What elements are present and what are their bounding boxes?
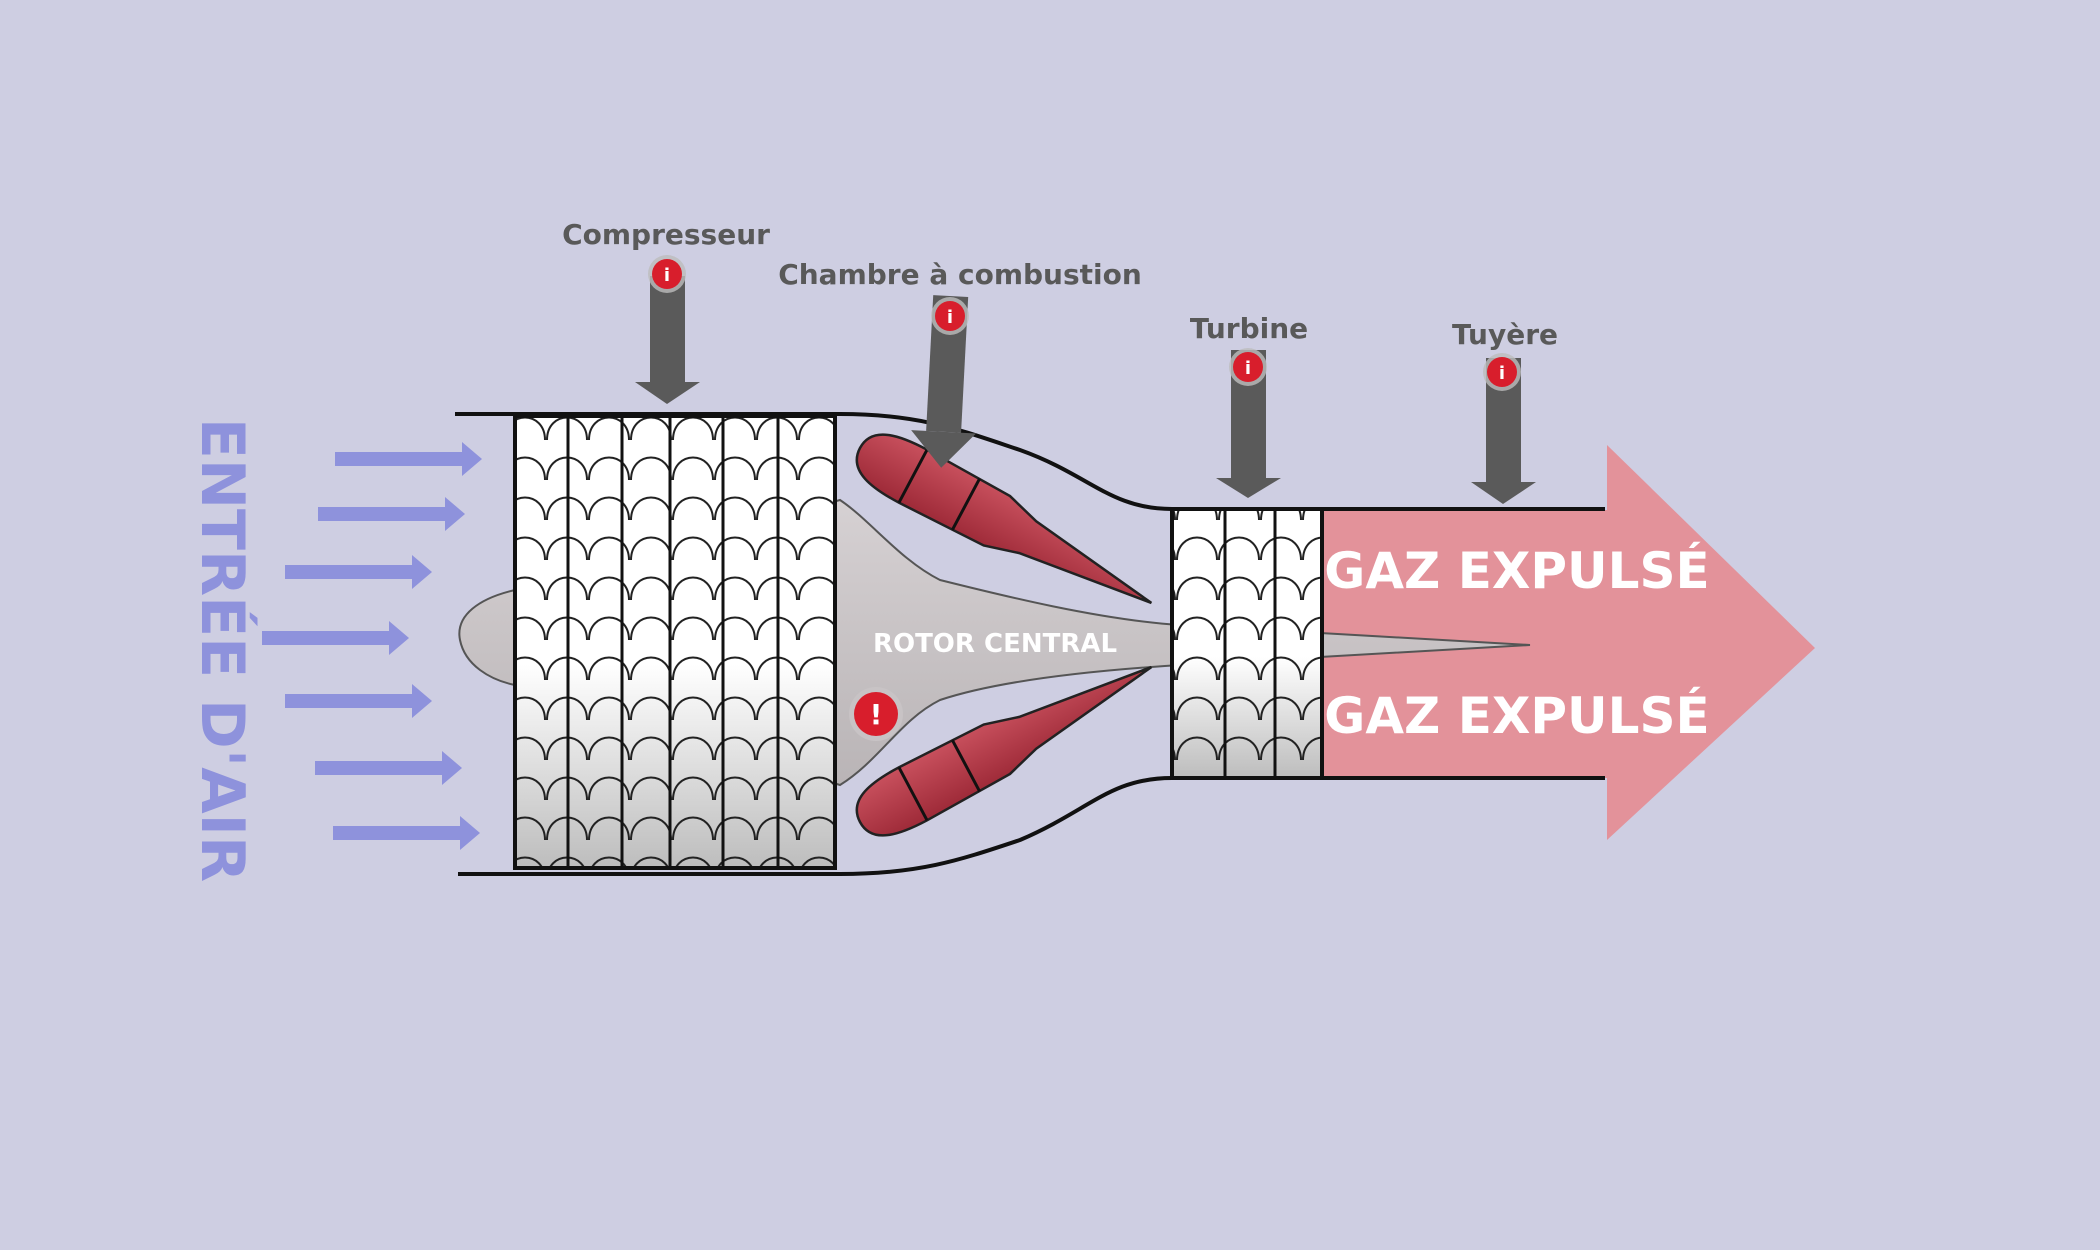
exhaust-label-bottom: GAZ EXPULSÉ <box>1324 686 1709 745</box>
arrow-down-icon <box>635 276 700 404</box>
svg-text:i: i <box>664 265 670 286</box>
combustion-chamber-title: Chambre à combustion <box>778 258 1142 291</box>
nozzle-info-button[interactable]: i <box>1483 353 1521 391</box>
arrow-right-icon <box>315 751 462 785</box>
info-icon <box>935 301 965 331</box>
arrow-right-icon <box>333 816 480 850</box>
turbine-title: Turbine <box>1190 312 1308 345</box>
info-icon <box>1233 352 1263 382</box>
rotor-label: ROTOR CENTRAL <box>873 629 1117 659</box>
alert-icon <box>854 692 898 736</box>
arrow-right-icon <box>262 621 409 655</box>
turbine-info-button[interactable]: i <box>1229 348 1267 386</box>
svg-text:i: i <box>947 307 953 328</box>
svg-text:i: i <box>1245 358 1251 379</box>
injector-top <box>855 433 1153 605</box>
exhaust-label-top: GAZ EXPULSÉ <box>1324 541 1709 600</box>
arrow-right-icon <box>318 497 465 531</box>
air-intake-label: ENTRÉE D'AIR <box>187 418 259 882</box>
compressor-info-button[interactable]: i <box>648 255 686 293</box>
svg-text:!: ! <box>870 698 883 731</box>
injector-bottom <box>855 665 1153 837</box>
arrow-right-icon <box>335 442 482 476</box>
arrow-right-icon <box>285 684 432 718</box>
air-intake-arrows <box>262 442 482 850</box>
combustion-info-button[interactable]: i <box>931 297 969 335</box>
turbine <box>1170 507 1324 780</box>
compressor <box>513 414 837 870</box>
exhaust-arrow <box>1320 445 1815 840</box>
info-icon <box>652 259 682 289</box>
info-icon <box>1487 357 1517 387</box>
svg-text:i: i <box>1499 363 1505 384</box>
nozzle-title: Tuyère <box>1452 318 1558 351</box>
engine-casing <box>455 412 1605 876</box>
compressor-title: Compresseur <box>562 218 770 251</box>
arrow-right-icon <box>285 555 432 589</box>
rotor-alert-button[interactable]: ! <box>849 687 903 741</box>
